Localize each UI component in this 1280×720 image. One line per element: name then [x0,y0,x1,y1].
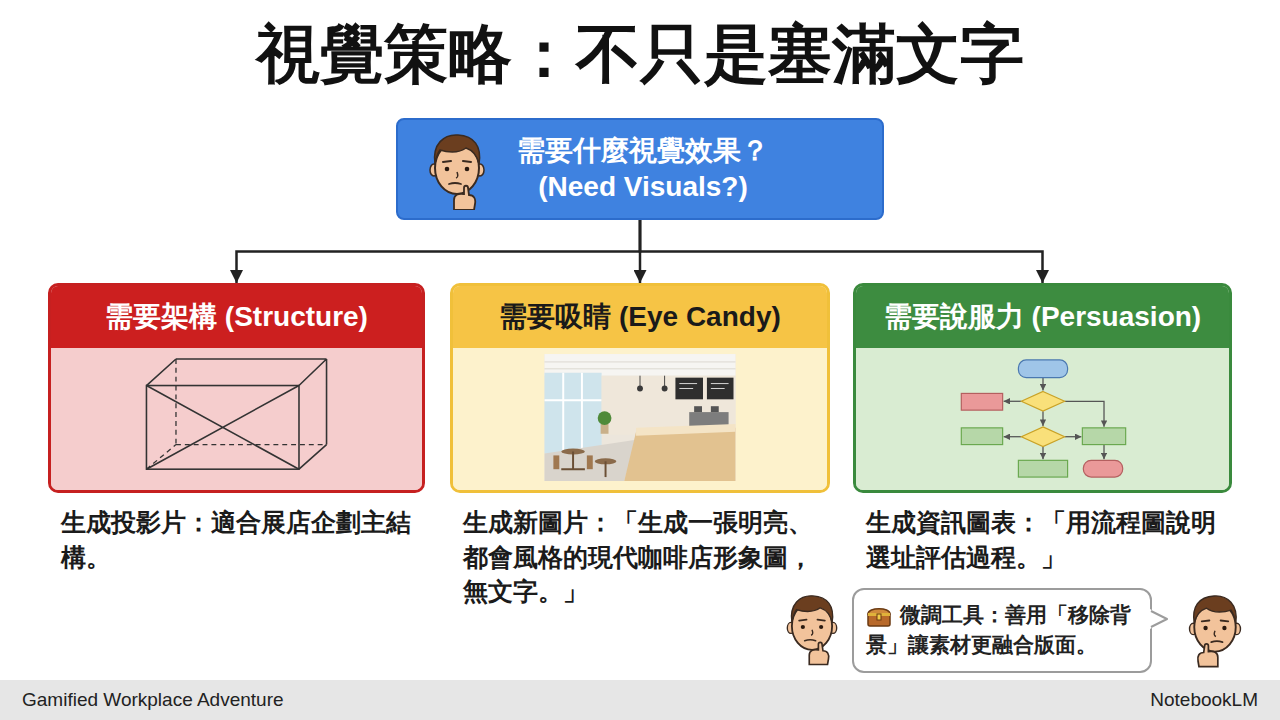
illustration-part [640,376,665,387]
card-header: 需要架構 (Structure) [51,286,422,348]
illustration-part [1004,436,1022,437]
illustration-part [1004,378,1104,460]
illustration-part [624,428,735,481]
structure-card: 需要架構 (Structure) 生成投影片：適合展店企劃主結構。 [48,283,425,493]
illustration-part [1042,378,1043,391]
illustration-part [146,359,326,469]
illustration-part [877,614,881,620]
illustration-part [961,393,1002,410]
illustration-part [430,135,484,210]
illustration-part [679,384,728,389]
illustration-part [694,406,702,412]
illustration-part [553,455,559,469]
illustration-part [545,373,602,454]
flowchart-picture [856,348,1229,490]
illustration-part [1004,401,1022,402]
illustration-part [711,406,719,412]
illustration-part [1082,428,1125,445]
illustration-part [602,376,736,435]
card-caption: 生成新圖片：「生成一張明亮、都會風格的現代咖啡店形象圖，無文字。」 [463,505,817,609]
illustration-part [1065,401,1104,427]
connector-arrow [640,220,1043,283]
question-text: 需要什麼視覺效果？ (Need Visuals?) [498,133,788,206]
card-body [453,348,827,490]
illustration-part [1021,391,1064,411]
illustration-part [1151,611,1167,627]
illustration-part [636,424,735,436]
footer-text: Gamified Workplace Adventure [22,689,284,712]
card-title: 需要吸睛 (Eye Candy) [499,300,781,334]
illustration-part [1042,447,1043,460]
face-icon [787,596,836,665]
card-header: 需要說服力 (Persuasion) [856,286,1229,348]
face-icon [422,128,492,210]
wireframe-box [51,348,422,490]
persuasion-card: 需要說服力 (Persuasion) 生成資訊圖表：「用流程圖說明選址評估過程。… [853,283,1232,493]
illustration-part [146,359,326,469]
illustration-part [1083,460,1122,477]
illustration-part [545,373,602,454]
illustration-part [1190,596,1241,667]
tip-bubble: 微調工具：善用「移除背景」讓素材更融合版面。 [852,588,1152,673]
card-body [51,348,422,490]
card-caption: 生成投影片：適合展店企劃主結構。 [61,505,412,574]
illustration-part [961,428,1002,445]
illustration-part [1021,427,1064,447]
footer-brand: NotebookLM [1150,689,1258,712]
illustration-part [146,359,326,469]
illustration-part [545,362,736,369]
illustration-part [1018,460,1067,477]
tip-text: 微調工具：善用「移除背景」讓素材更融合版面。 [866,600,1138,661]
illustration-part [545,354,736,376]
eye-candy-card: 需要吸睛 (Eye Candy) 生成新圖片：「生成一張明亮、都會風格的現代咖啡… [450,283,830,493]
question-box: 需要什麼視覺效果？ (Need Visuals?) [396,118,884,220]
card-caption-area: 生成新圖片：「生成一張明亮、都會風格的現代咖啡店形象圖，無文字。」 [463,505,817,609]
illustration-part [146,386,299,470]
illustration-part [545,354,736,481]
illustration-part [662,386,668,392]
illustration-part [561,451,585,469]
card-caption: 生成資訊圖表：「用流程圖說明選址評估過程。」 [866,505,1219,574]
face-icon [1190,596,1241,667]
card-header: 需要吸睛 (Eye Candy) [453,286,827,348]
bubble-tail [1150,608,1168,630]
illustration-part [1042,411,1043,426]
illustration-part [237,220,1043,283]
chest-icon [866,604,892,628]
illustration-part [598,411,612,425]
footer-band [0,680,1280,720]
card-caption-area: 生成投影片：適合展店企劃主結構。 [61,505,412,574]
card-caption-area: 生成資訊圖表：「用流程圖說明選址評估過程。」 [866,505,1219,574]
illustration-part [1018,360,1067,378]
illustration-part [1103,445,1104,460]
illustration-part [868,613,890,626]
diagram-title: 視覺策略：不只是塞滿文字 [0,16,1280,93]
illustration-part [545,440,637,481]
card-body [856,348,1229,490]
card-title: 需要說服力 (Persuasion) [884,300,1201,334]
illustration-part [1150,609,1167,629]
illustration-part [601,424,609,434]
card-title: 需要架構 (Structure) [105,300,368,334]
illustration-part [637,386,643,392]
connector-arrow [237,220,641,283]
illustration-part [146,359,326,469]
illustration-part [1065,436,1082,437]
cafe-picture [453,348,827,490]
illustration-part [146,386,299,470]
illustration-part [605,461,607,477]
illustration-part [587,455,593,469]
